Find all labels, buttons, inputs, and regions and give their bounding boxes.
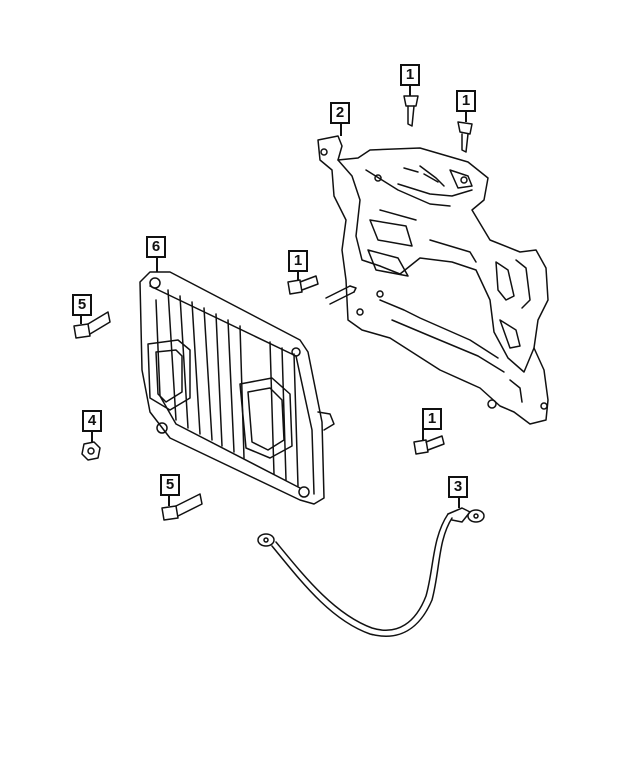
ground-strap (257, 507, 485, 637)
callout-1: 1 (400, 64, 420, 86)
callout-2: 2 (330, 102, 350, 124)
callout-3: 3 (448, 476, 468, 498)
callout-1: 1 (288, 250, 308, 272)
leader-line (422, 430, 424, 440)
control-module (139, 271, 335, 505)
leader-line (340, 124, 342, 136)
callout-4: 4 (82, 410, 102, 432)
leader-line (465, 112, 467, 122)
leader-line (80, 316, 82, 324)
mounting-bracket (317, 135, 549, 425)
callout-6: 6 (146, 236, 166, 258)
bolt-5b (161, 493, 203, 521)
leader-line (409, 86, 411, 96)
callout-1: 1 (422, 408, 442, 430)
bracket-stud (325, 285, 357, 305)
leader-line (297, 272, 299, 280)
leader-line (91, 432, 93, 442)
bolt-1b (457, 121, 473, 153)
callout-5: 5 (160, 474, 180, 496)
bolt-1d (413, 435, 445, 455)
bolt-5a (73, 311, 111, 339)
bolt-1a (403, 95, 419, 127)
nut-4 (81, 441, 101, 461)
leader-line (156, 258, 158, 272)
callout-1: 1 (456, 90, 476, 112)
callout-5: 5 (72, 294, 92, 316)
leader-line (458, 498, 460, 508)
leader-line (168, 496, 170, 506)
bolt-1c (287, 275, 319, 295)
